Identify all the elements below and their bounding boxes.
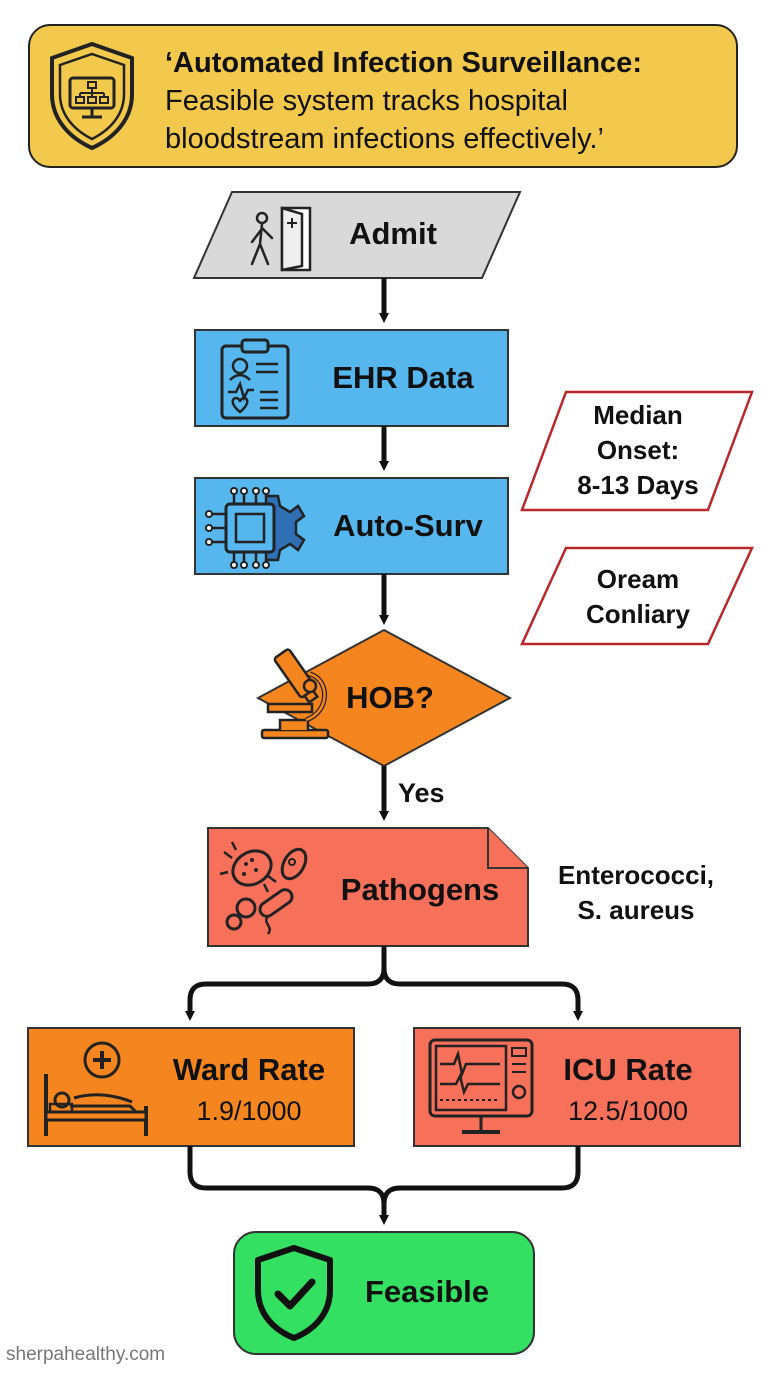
arrow-icu-feasible [381,1146,581,1205]
header-title-line1: ‘Automated Infection Surveillance: [165,47,642,79]
microscope-icon [260,648,330,740]
admit-shape [192,191,522,279]
header-title: ‘Automated Infection Surveillance: Feasi… [165,44,735,158]
oream-line2: Conliary [585,599,691,629]
median-onset-line1: Median [593,400,683,430]
pathogen-list-note: Enterococci, S. aureus [536,858,736,928]
arrow-ward-feasible [187,1146,389,1225]
median-onset-note: Median Onset: 8-13 Days [552,398,724,503]
shield-monitor-network-icon [50,41,134,151]
oream-note-shape [520,546,754,646]
median-onset-note-shape [520,390,754,512]
header-title-line2: Feasible system tracks hospital [165,85,568,117]
monitor-ecg-icon [428,1038,534,1134]
header-title-line3: bloodstream infections effectively.’ [165,123,604,155]
pathogens-label: Pathogens [340,872,500,907]
bacteria-icon [219,841,308,935]
feasible-label: Feasible [364,1274,490,1309]
auto-surv-label: Auto-Surv [333,508,483,543]
ward-rate-shape [27,1027,355,1147]
header-banner [28,24,738,168]
median-onset-line2: Onset: [596,435,680,465]
ehr-label: EHR Data [332,360,474,395]
admit-label: Admit [349,216,437,251]
patient-door-icon [250,206,312,272]
pathogen-list-line2: S. aureus [577,895,695,925]
icu-rate-label: ICU Rate [563,1052,693,1087]
chip-gear-icon [205,487,306,569]
hospital-bed-icon [44,1041,148,1136]
arrow-pathogens-icu [381,967,583,1021]
footer-watermark: sherpahealthy.com [6,1344,166,1365]
ward-rate-label: Ward Rate [172,1052,326,1087]
yes-edge-label: Yes [398,778,445,808]
pathogen-list-line1: Enterococci, [557,860,715,890]
icu-rate-value: 12.5/1000 [567,1096,689,1126]
hob-label: HOB? [346,680,434,715]
median-onset-line3: 8-13 Days [577,470,699,500]
clipboard-health-record-icon [220,338,290,420]
arrow-pathogens-ward [185,946,387,1021]
oream-note: Oream Conliary [552,562,724,632]
oream-line1: Oream [596,564,680,594]
ward-rate-value: 1.9/1000 [196,1096,302,1126]
shield-check-icon [255,1245,333,1341]
